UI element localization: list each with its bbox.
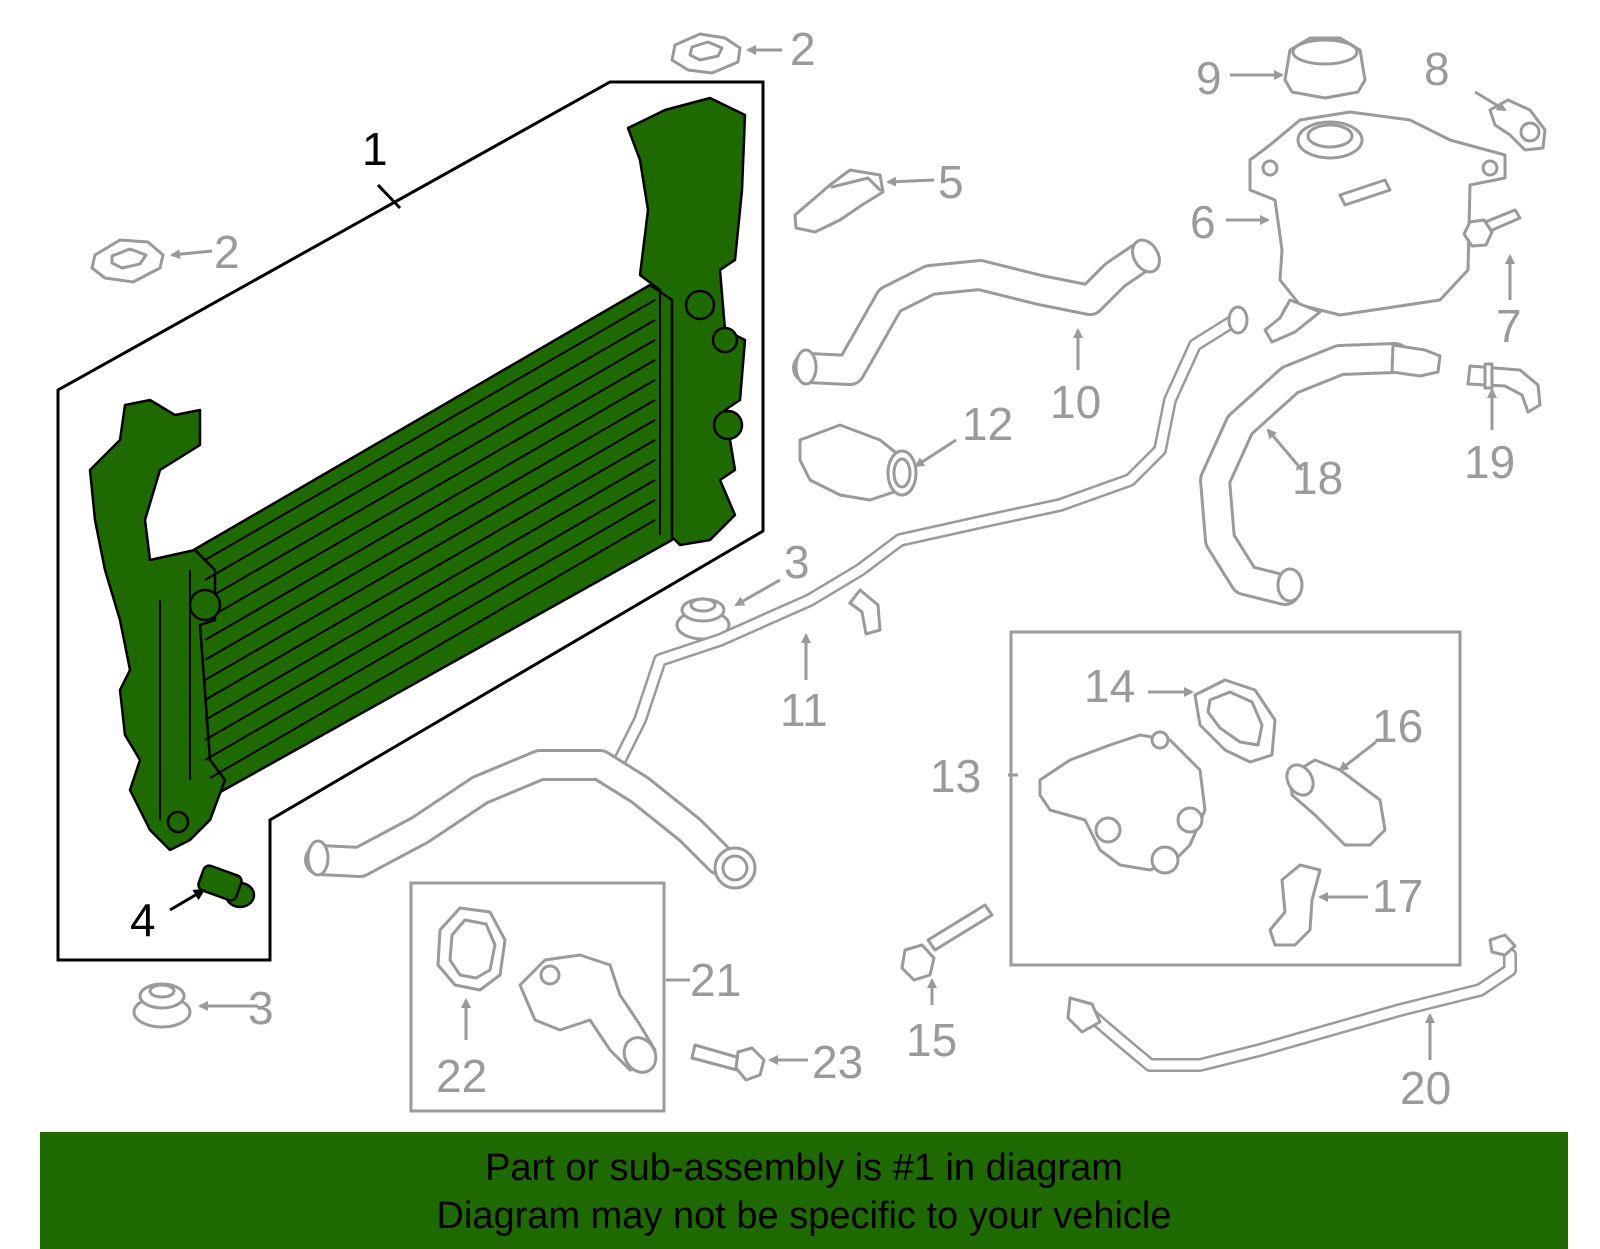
callout-7: 7 bbox=[1496, 300, 1522, 352]
lower-coolant-pipe[interactable] bbox=[613, 305, 1249, 767]
banner-line-1: Part or sub-assembly is #1 in diagram bbox=[485, 1147, 1123, 1189]
callout-3-lower: 3 bbox=[248, 982, 274, 1034]
radiator-port bbox=[711, 326, 739, 354]
outlet-gasket[interactable] bbox=[436, 906, 507, 992]
leader-lines bbox=[169, 45, 1515, 1065]
radiator-assembly-group[interactable] bbox=[56, 80, 765, 962]
callout-21: 21 bbox=[690, 954, 741, 1006]
callout-19: 19 bbox=[1464, 436, 1515, 488]
radiator-port bbox=[166, 810, 190, 834]
grommet-middle[interactable] bbox=[675, 597, 731, 641]
bypass-hose[interactable] bbox=[1066, 933, 1517, 1072]
radiator-port bbox=[684, 289, 716, 321]
callout-1: 1 bbox=[362, 123, 388, 175]
quick-connector[interactable] bbox=[1466, 362, 1542, 414]
callouts: 1 2 2 3 3 4 5 6 7 8 9 10 11 12 13 14 15 … bbox=[130, 23, 1522, 1114]
sensor-clip[interactable] bbox=[1268, 863, 1322, 947]
callout-13: 13 bbox=[930, 750, 981, 802]
callout-20: 20 bbox=[1400, 1062, 1451, 1114]
banner-line-2: Diagram may not be specific to your vehi… bbox=[436, 1195, 1172, 1237]
housing-gasket[interactable] bbox=[1193, 678, 1277, 764]
callout-6: 6 bbox=[1190, 196, 1216, 248]
callout-23: 23 bbox=[812, 1036, 863, 1088]
callout-14: 14 bbox=[1084, 660, 1135, 712]
callout-17: 17 bbox=[1372, 870, 1423, 922]
callout-2-top: 2 bbox=[790, 23, 816, 75]
mount-bracket[interactable] bbox=[793, 168, 885, 234]
callout-12: 12 bbox=[962, 398, 1013, 450]
temperature-sensor[interactable] bbox=[1282, 758, 1387, 847]
callout-5: 5 bbox=[938, 156, 964, 208]
water-outlet-box bbox=[409, 881, 666, 1113]
callout-8: 8 bbox=[1424, 43, 1450, 95]
housing-bolt[interactable] bbox=[900, 903, 994, 982]
callout-10: 10 bbox=[1050, 376, 1101, 428]
callout-22: 22 bbox=[436, 1050, 487, 1102]
insulator-left[interactable] bbox=[90, 238, 165, 284]
callout-4: 4 bbox=[130, 894, 156, 946]
lower-radiator-hose[interactable] bbox=[304, 749, 757, 890]
thermostat-housing[interactable] bbox=[1038, 730, 1207, 875]
info-banner: Part or sub-assembly is #1 in diagram Di… bbox=[40, 1132, 1568, 1249]
callout-16: 16 bbox=[1372, 700, 1423, 752]
callout-3-middle: 3 bbox=[784, 536, 810, 588]
insulator-top[interactable] bbox=[670, 32, 742, 75]
water-outlet[interactable] bbox=[518, 953, 662, 1078]
callout-18: 18 bbox=[1292, 452, 1343, 504]
hose-clip[interactable] bbox=[1488, 98, 1547, 152]
radiator-fins bbox=[159, 290, 661, 820]
radiator-left-bracket bbox=[88, 398, 227, 852]
thermostat-housing-box bbox=[1009, 630, 1462, 967]
reservoir-cap[interactable] bbox=[1283, 36, 1367, 100]
reservoir-bolt[interactable] bbox=[1462, 208, 1522, 248]
radiator-port bbox=[188, 588, 222, 622]
callout-15: 15 bbox=[906, 1014, 957, 1066]
grommet-lower[interactable] bbox=[132, 982, 192, 1029]
coolant-reservoir[interactable] bbox=[1248, 110, 1507, 344]
outlet-bolt[interactable] bbox=[690, 1043, 766, 1082]
callout-11: 11 bbox=[780, 684, 828, 736]
radiator-port bbox=[712, 409, 744, 441]
hose-elbow[interactable] bbox=[798, 423, 918, 502]
heater-hose[interactable] bbox=[1199, 342, 1442, 606]
drain-plug[interactable] bbox=[197, 864, 256, 909]
callout-2-left: 2 bbox=[214, 226, 240, 278]
upper-radiator-hose[interactable] bbox=[792, 235, 1165, 386]
callout-9: 9 bbox=[1196, 52, 1222, 104]
